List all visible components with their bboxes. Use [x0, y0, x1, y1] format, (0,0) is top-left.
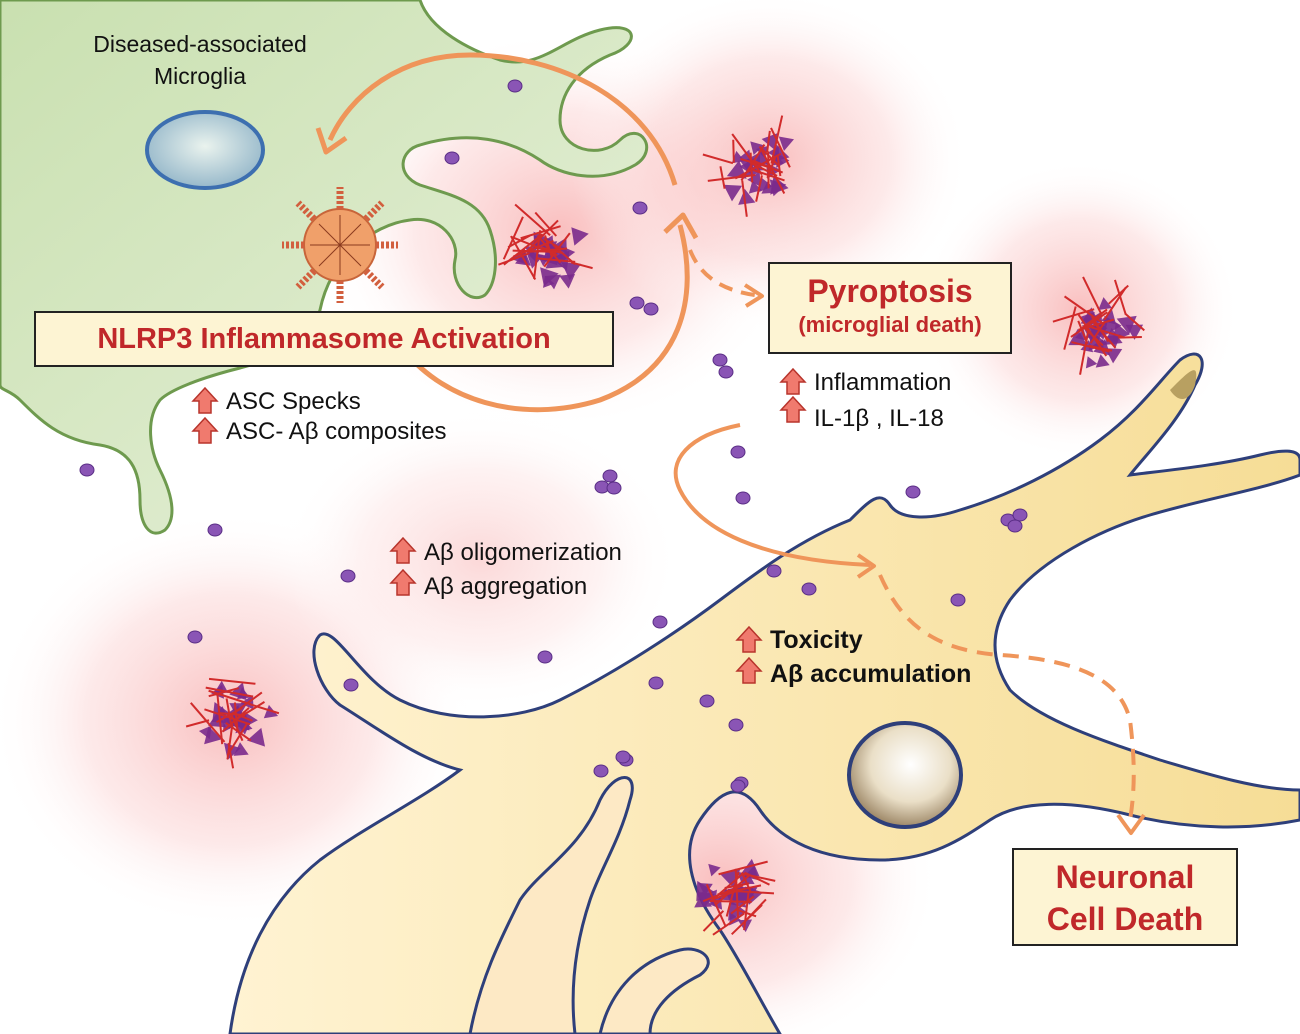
neuronal-death-line1: Neuronal [1055, 859, 1195, 895]
amyloid-plaques [185, 115, 1145, 936]
abeta-monomer-icon [187, 630, 203, 644]
asc-effects-list: ASC Specks ASC- Aβ composites [226, 387, 447, 447]
neuron-effect-text: Aβ accumulation [770, 659, 972, 688]
abeta-monomer-icon [615, 750, 631, 764]
asc-speck-icon [282, 187, 398, 303]
up-arrow-icon [191, 386, 219, 414]
inflammation-to-neuron-arrow [673, 423, 1146, 835]
asc-effect-item: ASC Specks [226, 387, 447, 417]
up-arrow-icon [191, 416, 219, 444]
abeta-monomer-icon [735, 491, 751, 505]
abeta-monomer-icon [950, 593, 966, 607]
microglia-label: Diseased-associated Microglia [50, 28, 350, 92]
amyloid-plaque-icon [694, 858, 776, 936]
abeta-monomer-icon [699, 694, 715, 708]
pyroptosis-dashed-arrow [688, 249, 764, 308]
abeta-monomer-icon [905, 485, 921, 499]
asc-effect-text: ASC Specks [226, 388, 361, 415]
up-arrow-icon [779, 395, 807, 423]
abeta-monomers [79, 79, 1028, 793]
up-arrow-icon [389, 568, 417, 596]
abeta-monomer-icon [730, 779, 746, 793]
abeta-monomer-icon [801, 582, 817, 596]
abeta-monomer-icon [643, 302, 659, 316]
neuron-effect-text: Toxicity [770, 625, 863, 654]
abeta-monomer-icon [343, 678, 359, 692]
abeta-monomer-icon [632, 201, 648, 215]
asc-effect-item: ASC- Aβ composites [226, 417, 447, 447]
abeta-monomer-icon [537, 650, 553, 664]
abeta-monomer-icon [207, 523, 223, 537]
pyroptosis-effects-list: Inflammation IL-1β , IL-18 [814, 368, 951, 434]
abeta-monomer-icon [648, 676, 664, 690]
abeta-monomer-icon [766, 564, 782, 578]
neuron-cell [228, 352, 1300, 1034]
up-arrow-icon [735, 625, 763, 653]
abeta-monomer-icon [1007, 519, 1023, 533]
abeta-effect-text: Aβ oligomerization [424, 539, 622, 566]
abeta-effect-item: Aβ aggregation [424, 572, 622, 602]
neuronal-death-line2: Cell Death [1046, 901, 1204, 937]
abeta-monomer-icon [629, 296, 645, 310]
abeta-monomer-icon [1012, 508, 1028, 522]
amyloid-plaque-icon [498, 203, 593, 290]
nlrp3-activation-box: NLRP3 Inflammasome Activation [34, 311, 614, 367]
amyloid-plaque-icon [1052, 276, 1145, 375]
up-arrow-icon [735, 656, 763, 684]
neuron-effect-item: Toxicity [770, 625, 971, 655]
microglia-activation-cycle-arrow [315, 52, 699, 413]
pyroptosis-effect-item: Inflammation [814, 368, 951, 398]
pyroptosis-effect-item: IL-1β , IL-18 [814, 404, 951, 434]
abeta-effect-item: Aβ oligomerization [424, 538, 622, 568]
increase-arrows [191, 367, 807, 684]
amyloid-plaque-icon [185, 677, 280, 769]
abeta-monomer-icon [507, 79, 523, 93]
asc-effect-text: ASC- Aβ composites [226, 418, 447, 445]
microglia-nucleus-icon [145, 110, 265, 190]
abeta-monomer-icon [712, 353, 728, 367]
pyroptosis-effect-text: Inflammation [814, 369, 952, 396]
neuron-nucleus-icon [847, 721, 963, 829]
abeta-monomer-icon [718, 365, 734, 379]
abeta-monomer-icon [602, 469, 618, 483]
up-arrow-icon [779, 367, 807, 395]
neuronal-death-box: Neuronal Cell Death [1012, 848, 1238, 946]
neuron-effects-list: Toxicity Aβ accumulation [770, 625, 971, 689]
abeta-monomer-icon [340, 569, 356, 583]
microglia-label-line2: Microglia [153, 63, 247, 89]
abeta-monomer-icon [444, 151, 460, 165]
pyroptosis-subtitle: (microglial death) [798, 312, 982, 337]
abeta-effects-list: Aβ oligomerization Aβ aggregation [424, 538, 622, 602]
neuron-effect-item: Aβ accumulation [770, 659, 971, 689]
microglia-label-line1: Diseased-associated [93, 31, 307, 57]
pyroptosis-box: Pyroptosis (microglial death) [768, 262, 1012, 354]
abeta-monomer-icon [652, 615, 668, 629]
abeta-monomer-icon [728, 718, 744, 732]
pyroptosis-effect-text: IL-1β , IL-18 [814, 405, 944, 432]
pyroptosis-title: Pyroptosis [807, 273, 973, 309]
abeta-monomer-icon [593, 764, 609, 778]
neuron-dendrites-lower [468, 370, 1197, 1034]
nlrp3-activation-text: NLRP3 Inflammasome Activation [97, 323, 551, 355]
abeta-effect-text: Aβ aggregation [424, 573, 588, 600]
amyloid-plaque-icon [702, 115, 794, 217]
abeta-monomer-icon [730, 445, 746, 459]
up-arrow-icon [389, 536, 417, 564]
abeta-monomer-icon [606, 481, 622, 495]
abeta-monomer-icon [79, 463, 95, 477]
